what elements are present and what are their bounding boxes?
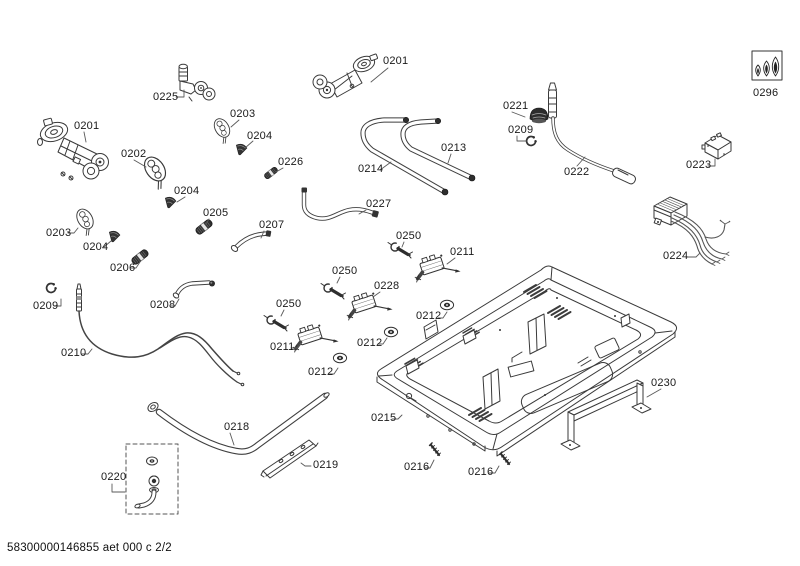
part-label-0212-b: 0212 [357, 337, 383, 349]
part-label-0219: 0219 [313, 459, 339, 471]
part-label-0211-left: 0211 [270, 341, 295, 353]
part-0222-ignition-cable [548, 82, 636, 185]
part-label-0250-b: 0250 [332, 265, 358, 277]
part-0205-fitting [194, 218, 214, 236]
part-0218-gas-tube [147, 392, 330, 455]
part-label-0204-top: 0204 [247, 130, 273, 142]
part-0209-clip-top [524, 134, 539, 148]
part-0204-cone-left [106, 229, 121, 244]
part-0228-gas-valve [340, 284, 395, 326]
part-0223-control-box [701, 132, 732, 160]
part-0224-wiring-harness [653, 196, 731, 266]
part-label-0212-a: 0212 [416, 310, 442, 322]
part-0226-fitting [263, 165, 279, 181]
part-0212-nut-a [439, 299, 455, 311]
part-0250-igniter-b [319, 281, 348, 301]
part-label-0222: 0222 [564, 166, 590, 178]
part-0203-ring-left [72, 205, 100, 237]
part-0204-cone-mid [162, 195, 177, 210]
part-label-0218: 0218 [224, 421, 250, 433]
part-0215-base-tray [376, 265, 677, 457]
part-0213-burner-pipe [400, 118, 476, 182]
part-0212-nut-b [383, 326, 399, 338]
part-label-0250-a: 0250 [396, 230, 422, 242]
flame-symbol-box [751, 50, 783, 81]
part-label-0201-top: 0201 [383, 55, 409, 67]
part-0220-fitting-kit [125, 443, 179, 515]
part-label-0296: 0296 [753, 87, 779, 99]
part-label-0215: 0215 [371, 412, 397, 424]
part-label-0203-top: 0203 [230, 108, 256, 120]
part-label-0210: 0210 [61, 347, 87, 359]
part-label-0206: 0206 [110, 262, 136, 274]
part-label-0204-mid: 0204 [174, 185, 200, 197]
part-0201-burner-assembly-top [312, 53, 379, 99]
document-code: 58300000146855 aet 000 c 2/2 [7, 542, 172, 554]
part-0221-burner-cap [529, 107, 549, 124]
flame-icon [755, 56, 780, 77]
part-0209-clip-left [44, 281, 59, 295]
part-label-0203-left: 0203 [46, 227, 72, 239]
part-label-0213: 0213 [441, 142, 467, 154]
part-label-0202: 0202 [121, 148, 147, 160]
part-label-0227: 0227 [366, 198, 392, 210]
part-label-0225: 0225 [153, 91, 179, 103]
part-label-0205: 0205 [203, 207, 229, 219]
part-label-0201-left: 0201 [74, 120, 100, 132]
leader-lines [53, 67, 716, 493]
part-label-0216-right: 0216 [468, 466, 494, 478]
part-label-0209-left: 0209 [33, 300, 59, 312]
part-0230-support-bracket [560, 379, 652, 451]
part-label-0230: 0230 [651, 377, 677, 389]
part-label-0250-c: 0250 [276, 298, 302, 310]
part-label-0223: 0223 [686, 159, 712, 171]
part-0216-screw-left [428, 441, 442, 457]
part-label-0204-left: 0204 [83, 241, 109, 253]
part-label-0220: 0220 [101, 471, 127, 483]
part-0207-connecting-pipe [230, 230, 272, 252]
part-label-0211-right: 0211 [450, 246, 475, 258]
part-0201-burner-assembly-left [37, 117, 109, 181]
part-0204-cone-top [233, 142, 248, 157]
part-0227-gas-pipe [301, 187, 379, 221]
part-label-0216-left: 0216 [404, 461, 430, 473]
part-0211-gas-valve-left [286, 316, 341, 358]
part-0250-igniter-c [262, 313, 291, 333]
part-0210-ignition-cable [76, 283, 245, 387]
part-label-0212-c: 0212 [308, 366, 334, 378]
part-label-0214: 0214 [358, 163, 384, 175]
part-label-0224: 0224 [663, 250, 689, 262]
part-0212-nut-c [332, 352, 348, 364]
part-label-0208: 0208 [150, 299, 176, 311]
part-label-0209-top: 0209 [508, 124, 534, 136]
part-0203-ring-top [210, 115, 236, 145]
part-label-0226: 0226 [278, 156, 304, 168]
part-0250-igniter-a [386, 240, 415, 260]
part-label-0228: 0228 [374, 280, 400, 292]
part-0219-mounting-rail [260, 439, 319, 479]
part-0208-connecting-pipe [172, 280, 215, 299]
part-0214-burner-pipe [360, 117, 449, 196]
part-label-0207: 0207 [259, 219, 285, 231]
part-0216-screw-right [498, 450, 512, 466]
part-label-0221: 0221 [503, 100, 529, 112]
